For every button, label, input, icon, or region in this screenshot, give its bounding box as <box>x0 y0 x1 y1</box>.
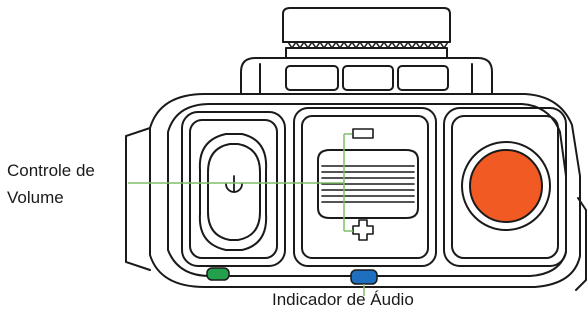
green-led <box>206 267 230 281</box>
emergency-button-bay <box>443 107 567 267</box>
volume-control-label-line2: Volume <box>7 188 64 207</box>
minus-icon <box>352 128 374 139</box>
plus-icon <box>352 219 374 241</box>
orange-button[interactable] <box>469 149 543 223</box>
audio-indicator-label: Indicador de Áudio <box>272 290 414 309</box>
callout-lines <box>128 133 365 296</box>
blue-led-audio-indicator <box>350 269 378 285</box>
volume-control-label-line1: Controle de <box>7 161 95 180</box>
antenna-base <box>240 57 493 95</box>
power-icon <box>225 175 243 193</box>
volume-rocker[interactable] <box>317 149 419 219</box>
antenna-cap <box>282 7 451 59</box>
volume-bay <box>293 107 437 267</box>
